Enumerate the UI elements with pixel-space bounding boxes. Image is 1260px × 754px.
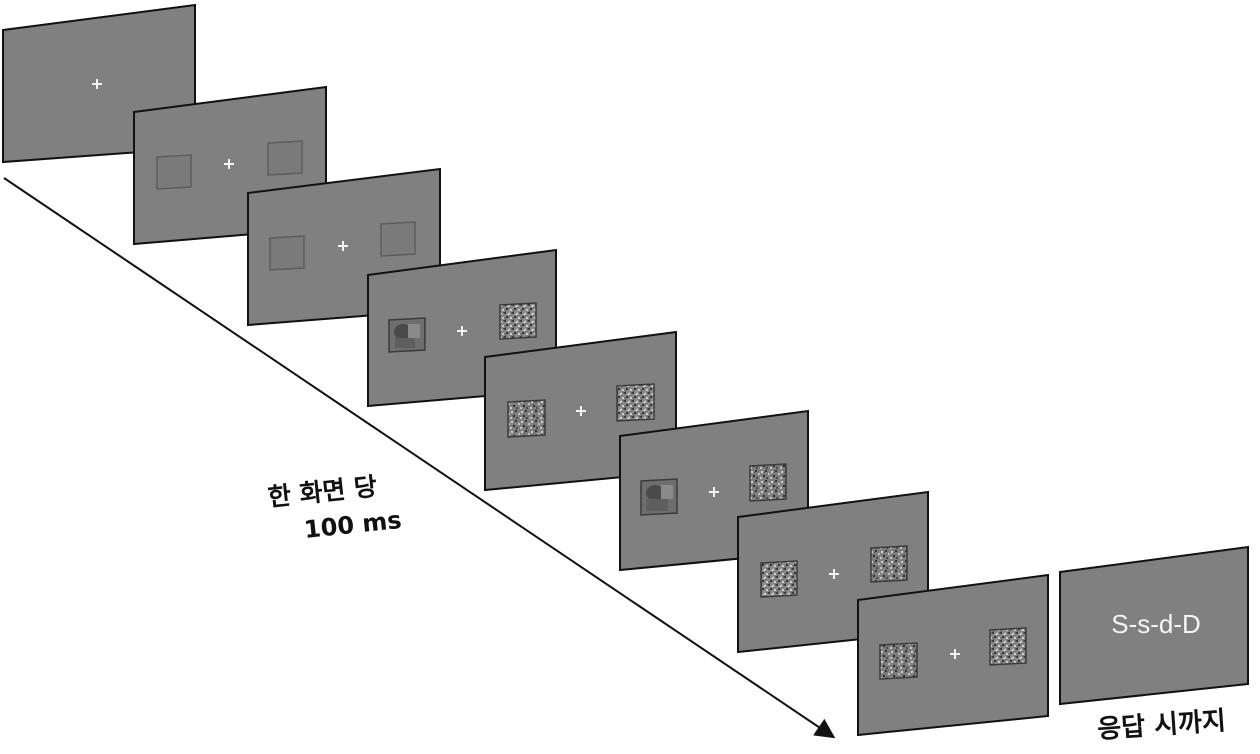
frame-response: S-s-d-D bbox=[1059, 545, 1249, 706]
face-image bbox=[388, 317, 426, 353]
noise-image-right bbox=[989, 627, 1027, 666]
fixation-cross bbox=[576, 406, 586, 416]
fixation-cross bbox=[457, 326, 467, 336]
until-response-label: 응답 시까지 bbox=[1096, 706, 1226, 745]
left-placeholder bbox=[156, 154, 192, 190]
response-code-text: S-s-d-D bbox=[1111, 609, 1201, 639]
fixation-cross bbox=[829, 569, 839, 579]
right-placeholder bbox=[380, 221, 416, 257]
right-placeholder bbox=[267, 140, 303, 176]
face-image bbox=[640, 478, 678, 516]
fixation-cross bbox=[338, 241, 348, 251]
noise-image-left bbox=[760, 560, 798, 598]
noise-image-left bbox=[879, 642, 918, 680]
duration-label-line1: 한 화면 당 bbox=[267, 472, 379, 512]
timeline-arrow bbox=[3, 177, 836, 739]
fixation-cross bbox=[709, 487, 719, 497]
left-placeholder bbox=[269, 235, 305, 271]
fixation-cross bbox=[224, 159, 234, 169]
fixation-cross bbox=[950, 649, 960, 659]
noise-image bbox=[499, 302, 537, 340]
fixation-cross bbox=[92, 79, 102, 89]
frame-noise-noise-3 bbox=[857, 573, 1049, 737]
duration-label-line2: 100 ms bbox=[303, 506, 403, 544]
noise-image bbox=[749, 463, 787, 502]
noise-image-left bbox=[507, 399, 546, 438]
noise-image-right bbox=[616, 383, 655, 422]
noise-image-right bbox=[870, 545, 908, 583]
